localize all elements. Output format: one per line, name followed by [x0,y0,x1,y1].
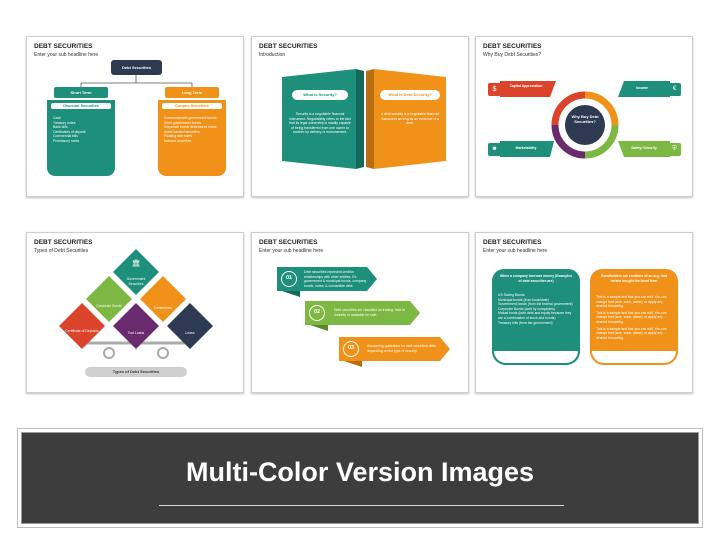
right-card-list: This is a sample text that you can edit.… [596,295,672,340]
list-item: Treasury notes [53,120,76,125]
list-item: Asset-backed securities [164,129,200,134]
left-card: When a company borrows money (Examples o… [492,269,580,365]
slide-1[interactable]: DEBT SECURITIES Enter your sub headline … [26,36,244,197]
lease-label: Lease [185,331,195,335]
corporate-bonds-label: Corporate Bonds [96,304,122,308]
step-number-01: 01 [281,271,297,287]
list-item: Corporate bonds debentures notes [164,125,217,130]
step-number-03: 03 [343,341,359,357]
list-item: US Saving Bonds [498,293,525,297]
list-item: This is a sample text that you can edit.… [596,310,667,324]
slide-subtitle: Enter your sub headline here [483,248,548,254]
government-securities-label: Government Securities [126,277,146,286]
list-item: Mutual funds (both debt and equity becau… [498,311,572,320]
slide-6[interactable]: DEBT SECURITIES Enter your sub headline … [475,232,693,393]
safety-security-label: Safety/ Security [631,146,657,150]
left-card-list: US Saving Bonds Municipal bonds (from lo… [498,293,574,325]
slide-title: DEBT SECURITIES [34,239,93,246]
step-text-03: Accounting guidelines for debt securitie… [367,344,437,353]
list-item: Cash [53,116,61,120]
debt-security-definition: A debt security is a negotiable financia… [380,112,440,126]
center-label: Why Buy Debt Securities? [571,114,599,124]
right-card-foot [590,351,678,365]
debentures-label: Debentures [154,306,172,310]
title-banner: Multi-Color Version Images [21,432,699,524]
right-card: Bondholders are creditors of an org. tha… [590,269,678,365]
slide-subtitle: Enter your sub headline here [259,248,324,254]
coupon-securities-label: Coupon Securities [162,103,222,109]
coupon-securities-box: Coupon Securities Commonwealth governmen… [158,100,226,176]
banner-divider [159,505,564,506]
money-bag-icon: € [668,83,681,96]
list-item: Commercial bills [53,134,78,139]
capital-appreciation-label: Capital Appreciation [509,84,543,88]
list-item: Indexed securities [164,138,192,143]
long-term-list: Commonwealth government bonds Semi-gover… [158,112,226,144]
slide-subtitle: Types of Debt Securities [34,248,89,254]
list-item: Certificates of deposit [53,129,86,134]
tree-connectors [80,75,193,87]
what-is-security-pill: What is Security? [292,90,348,100]
step-arrows [277,267,450,367]
slide-5[interactable]: DEBT SECURITIES Enter your sub headline … [251,232,469,393]
marketability-label: Marketability [515,146,537,150]
list-item: This is a sample text that you can edit.… [596,326,667,340]
short-term-list: Cash Treasury notes Bank bills Certifica… [47,112,115,144]
list-item: Corporate Bonds (sold by companies) [498,306,555,311]
step-number-02: 02 [309,305,325,321]
step-text-01: Debt securities represent creditor relat… [304,270,367,288]
banner-title: Multi-Color Version Images [185,457,535,487]
people-icon: ☻ [488,143,501,156]
slide-2[interactable]: DEBT SECURITIES Introduction What is Sec… [251,36,469,197]
list-item: Bank bills [53,125,68,130]
slide-title: DEBT SECURITIES [483,239,542,246]
step-text-02: Debt securities are classified as tradin… [334,308,406,317]
long-term-head: Long Term [165,87,219,98]
slide-title: DEBT SECURITIES [483,43,542,50]
shield-icon: ⛨ [668,143,681,156]
list-item: Treasury bills (from the government) [498,320,553,325]
list-item: Government bonds (from the federal gover… [498,302,573,307]
slide-subtitle: Why Buy Debt Securities? [483,52,542,58]
short-term-head: Short Term [54,87,108,98]
list-item: Floating rate notes [164,134,193,139]
slide-3[interactable]: DEBT SECURITIES Why Buy Debt Securities?… [475,36,693,197]
root-node: Debt Securities [111,60,162,75]
discount-securities-box: Discount Securities Cash Treasury notes … [47,100,115,176]
right-card-head: Bondholders are creditors of an org. tha… [601,274,667,283]
slide-title: DEBT SECURITIES [259,43,318,50]
list-item: Commonwealth government bonds [164,116,217,120]
what-is-debt-security-pill: What is Debt Security? [380,90,440,100]
dollar-icon: $ [488,83,501,96]
slide-subtitle: Enter your sub headline here [34,52,99,58]
left-card-head: When a company borrows money (Examples o… [500,274,572,283]
certificate-of-deposits-label: Certificate of Deposits [65,329,99,333]
slide-title: DEBT SECURITIES [259,239,318,246]
left-card-foot [492,351,580,365]
income-label: Income [636,86,648,90]
slide-subtitle: Introduction [259,52,286,58]
list-item: This is a sample text that you can edit.… [596,295,667,309]
tool-loans-label: Tool Loans [127,331,145,335]
bank-icon: 🏛 [131,260,141,267]
cycle-diagram [500,81,670,159]
slide-title: DEBT SECURITIES [34,43,93,50]
list-item: Semi-government bonds [164,120,201,125]
slide-4[interactable]: DEBT SECURITIES Types of Debt Securities… [26,232,244,393]
list-item: Municipal bonds (from local/state) [498,297,549,302]
footer-label: Types of Debt Securities [112,369,160,374]
diamond-pyramid [59,249,213,377]
security-definition: Security is a negotiable financial instr… [289,112,351,135]
discount-securities-label: Discount Securities [51,103,111,109]
list-item: Promissory notes [53,138,80,143]
